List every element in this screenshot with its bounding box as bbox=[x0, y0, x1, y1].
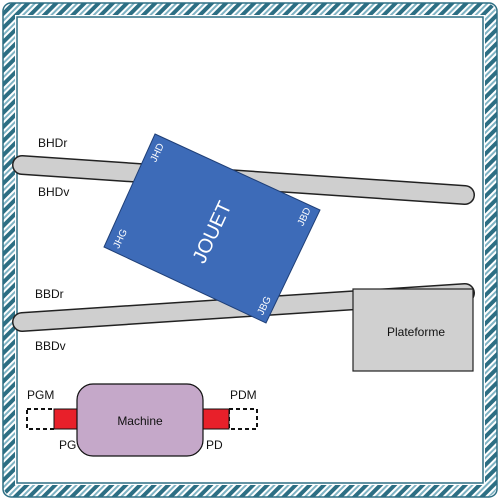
label-pgm: PGM bbox=[27, 388, 54, 402]
platform-box bbox=[352, 288, 474, 372]
label-pd: PD bbox=[206, 438, 223, 452]
machine-assembly: Machine PGM PG PDM PD bbox=[26, 383, 258, 457]
platform: Plateforme bbox=[352, 288, 474, 372]
platform-label: Plateforme bbox=[387, 325, 445, 339]
toy: JOUET JHD JHG JBD JBG bbox=[103, 133, 321, 324]
right-piston bbox=[200, 408, 230, 430]
machine-label: Machine bbox=[117, 414, 163, 428]
label-pg: PG bbox=[59, 438, 76, 452]
right-rod-dashed bbox=[228, 408, 258, 430]
label-bhdr: BHDr bbox=[38, 136, 67, 150]
machine-body bbox=[76, 383, 204, 457]
left-piston bbox=[53, 408, 81, 430]
label-bbdr: BBDr bbox=[35, 287, 64, 301]
label-bbdv: BBDv bbox=[35, 339, 66, 353]
left-rod-dashed bbox=[26, 408, 56, 430]
toy-body bbox=[103, 133, 321, 324]
label-pdm: PDM bbox=[230, 388, 257, 402]
label-bhdv: BHDv bbox=[38, 185, 69, 199]
